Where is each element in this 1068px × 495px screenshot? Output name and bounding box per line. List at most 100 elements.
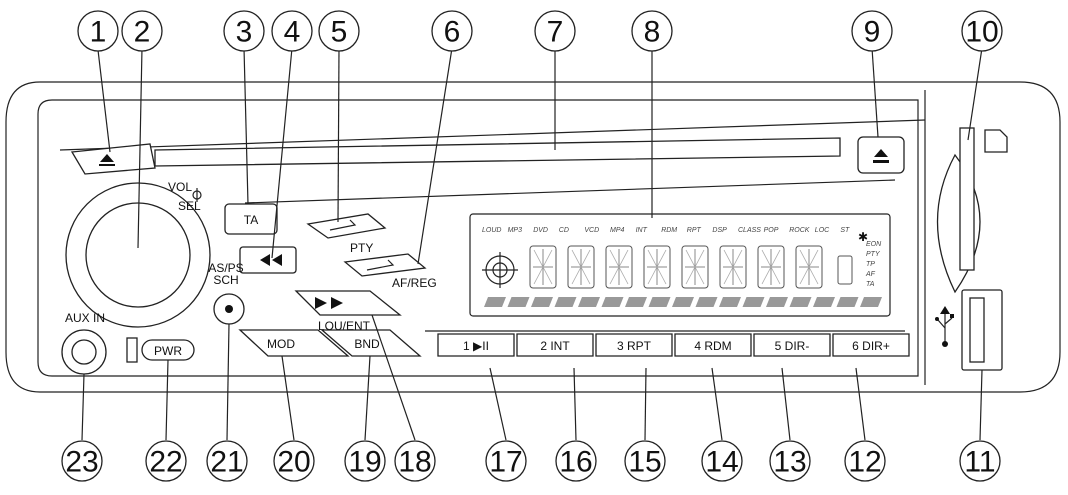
- preset-button-3[interactable]: 3 RPT: [595, 333, 673, 357]
- callout-18: 18: [394, 440, 436, 482]
- callout-4-label: 4: [284, 16, 301, 49]
- callout-20-label: 20: [277, 446, 310, 479]
- preset-button-4[interactable]: 4 RDM: [674, 333, 752, 357]
- callout-11: 11: [959, 440, 1001, 482]
- bevel-line-2: [244, 179, 896, 204]
- callout-17-label: 17: [489, 446, 522, 479]
- leader-lines: [81, 47, 983, 441]
- lcd-digit-row: [529, 245, 853, 289]
- callout-10-label: 10: [965, 16, 998, 49]
- volume-knob[interactable]: [85, 202, 191, 308]
- callout-11-label: 11: [964, 446, 995, 479]
- bnd-button[interactable]: [320, 329, 422, 357]
- preset-label-6: 6 DIR+: [852, 339, 890, 353]
- preset-label-4: 4 RDM: [694, 339, 731, 353]
- lcd-indicator-rdm: RDM: [661, 227, 677, 234]
- aux-in-label: AUX IN: [65, 311, 105, 325]
- faceplate-outer: [5, 81, 1061, 393]
- lcd-bar-segment: [601, 297, 624, 307]
- lcd-digit: [795, 245, 823, 289]
- preset-buttons: 1 ▶II 2 INT 3 RPT 4 RDM 5 DIR- 6 DIR+: [437, 333, 910, 357]
- preset-label-5: 5 DIR-: [775, 339, 810, 353]
- callout-8-label: 8: [644, 16, 661, 49]
- callout-1-label: 1: [90, 16, 107, 49]
- lcd-indicator-mp3: MP3: [508, 227, 522, 234]
- callout-20: 20: [273, 440, 315, 482]
- lcd-indicator-st: ST: [840, 227, 850, 234]
- mod-button[interactable]: [238, 329, 350, 357]
- sd-card-icon: [984, 129, 1008, 153]
- callout-4: 4: [271, 10, 313, 52]
- seek-back-icon: [260, 254, 282, 266]
- preset-button-2[interactable]: 2 INT: [516, 333, 594, 357]
- pwr-indicator: [126, 337, 138, 363]
- as-ps-sch-dot: [225, 305, 233, 313]
- preset-button-5[interactable]: 5 DIR-: [753, 333, 831, 357]
- release-button[interactable]: [70, 143, 156, 175]
- af-reg-button[interactable]: [343, 253, 427, 277]
- lcd-indicator-rpt: RPT: [687, 227, 702, 234]
- callout-12-label: 12: [848, 446, 881, 479]
- callout-18-label: 18: [398, 446, 431, 479]
- callout-6: 6: [431, 10, 473, 52]
- lcd-bar-segment: [766, 297, 788, 307]
- preset-label-2: 2 INT: [540, 339, 570, 353]
- mod-label: MOD: [267, 337, 295, 351]
- callout-23-label: 23: [65, 446, 98, 479]
- lcd-right-indicator-ta: TA: [866, 281, 875, 288]
- lcd-indicator-loud: LOUD: [482, 227, 501, 234]
- lou-ent-button[interactable]: [294, 290, 402, 316]
- lcd-bar-segment: [531, 297, 553, 307]
- pty-label: PTY: [350, 241, 373, 255]
- callout-17: 17: [485, 440, 527, 482]
- lcd-indicator-dsp: DSP: [712, 227, 727, 234]
- lcd-bar-segment: [484, 297, 506, 307]
- lcd-digit: [643, 245, 671, 289]
- callout-7: 7: [534, 10, 576, 52]
- preset-button-1[interactable]: 1 ▶II: [437, 333, 515, 357]
- callout-10: 10: [961, 10, 1003, 52]
- bluetooth-icon: ✱: [858, 230, 868, 244]
- preset-button-6[interactable]: 6 DIR+: [832, 333, 910, 357]
- callout-6-label: 6: [444, 16, 461, 49]
- as-ps-label: AS/PS: [208, 261, 243, 275]
- callout-3-label: 3: [236, 16, 253, 49]
- lou-ent-icon: [315, 297, 343, 309]
- lcd-indicator-cd: CD: [559, 227, 569, 234]
- lcd-right-indicator-eon: EON: [866, 241, 882, 248]
- bevel-line: [59, 119, 926, 151]
- lcd-indicator-mp4: MP4: [610, 227, 625, 234]
- ta-button[interactable]: [224, 203, 278, 235]
- lcd-indicator-class: CLASS: [738, 227, 761, 234]
- lcd-indicator-dvd: DVD: [533, 227, 548, 234]
- pty-arrow-icon: [329, 219, 357, 231]
- callout-3: 3: [223, 10, 265, 52]
- eject-icon: [873, 149, 889, 163]
- lcd-bar-segment: [836, 297, 859, 307]
- sd-card-slot[interactable]: [959, 127, 975, 271]
- bnd-label: BND: [354, 337, 380, 351]
- lcd-dial-icon: [482, 252, 518, 288]
- lcd-indicator-vcd: VCD: [584, 227, 599, 234]
- lcd-indicator-pop: POP: [764, 227, 779, 234]
- lcd-bar-segment: [860, 297, 882, 307]
- lcd-small-digit: [837, 255, 853, 285]
- lcd-bar-segment: [648, 297, 671, 307]
- lcd-digit: [529, 245, 557, 289]
- pty-button[interactable]: [306, 213, 387, 239]
- callout-14: 14: [701, 440, 743, 482]
- lcd-right-indicator-pty: PTY: [866, 251, 881, 258]
- aux-in-jack-inner: [71, 339, 97, 365]
- lcd-indicator-loc: LOC: [815, 227, 830, 234]
- release-icon: [99, 154, 115, 166]
- callout-21-label: 21: [210, 446, 243, 479]
- callout-5: 5: [318, 10, 360, 52]
- callout-2-label: 2: [134, 16, 151, 49]
- callout-13-label: 13: [773, 446, 806, 479]
- usb-port-inner: [969, 297, 985, 363]
- lcd-digit: [605, 245, 633, 289]
- lcd-bar-segment: [719, 297, 741, 307]
